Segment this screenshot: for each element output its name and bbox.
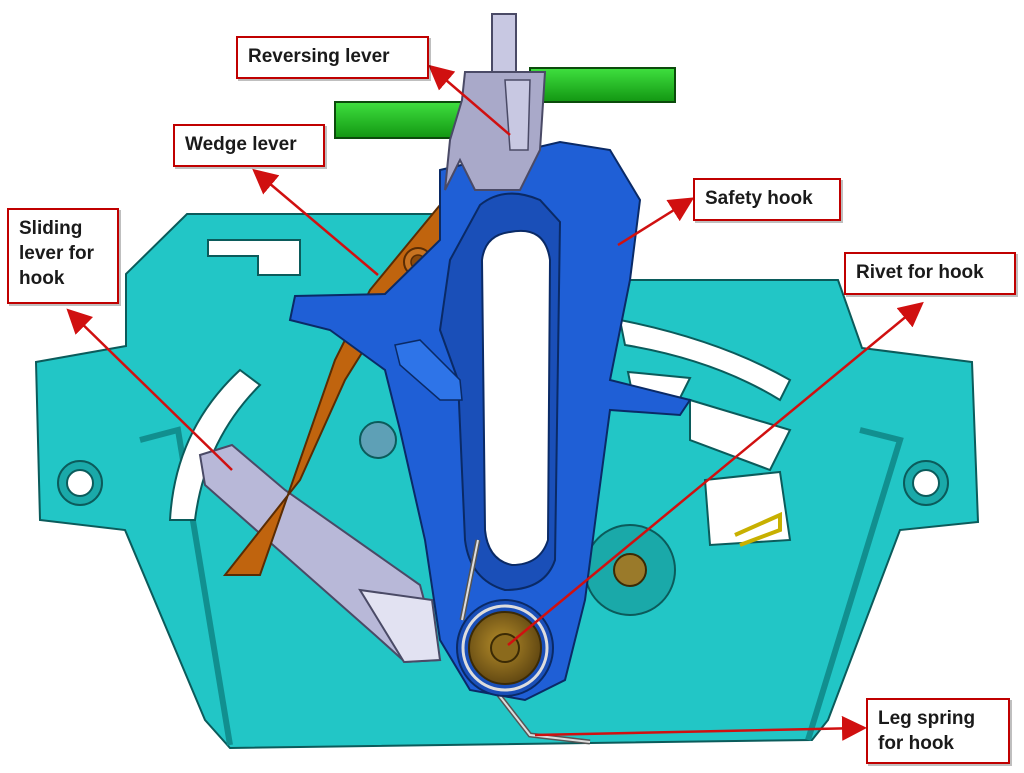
label-leg-spring: Leg spring for hook — [866, 698, 1010, 764]
sliding-lever — [198, 443, 442, 664]
label-sliding-lever: Sliding lever for hook — [7, 208, 119, 304]
arrow-reversing-lever — [428, 64, 511, 136]
label-rivet-for-hook: Rivet for hook — [844, 252, 1016, 295]
arrow-wedge-lever — [252, 168, 379, 276]
green-shaft-horizontal — [334, 67, 676, 139]
arrow-leg-spring — [534, 715, 867, 741]
arrow-sliding-lever — [66, 308, 233, 471]
right-mounting-hole — [903, 460, 949, 506]
arrow-rivet — [507, 301, 924, 646]
arrow-safety-hook — [617, 197, 695, 247]
label-safety-hook: Safety hook — [693, 178, 841, 221]
label-wedge-lever: Wedge lever — [173, 124, 325, 167]
rivet — [456, 599, 554, 697]
label-reversing-lever: Reversing lever — [236, 36, 429, 79]
safety-hook — [288, 140, 692, 702]
leg-spring — [459, 511, 782, 745]
left-mounting-hole — [57, 460, 103, 506]
leader-arrows — [66, 64, 924, 741]
